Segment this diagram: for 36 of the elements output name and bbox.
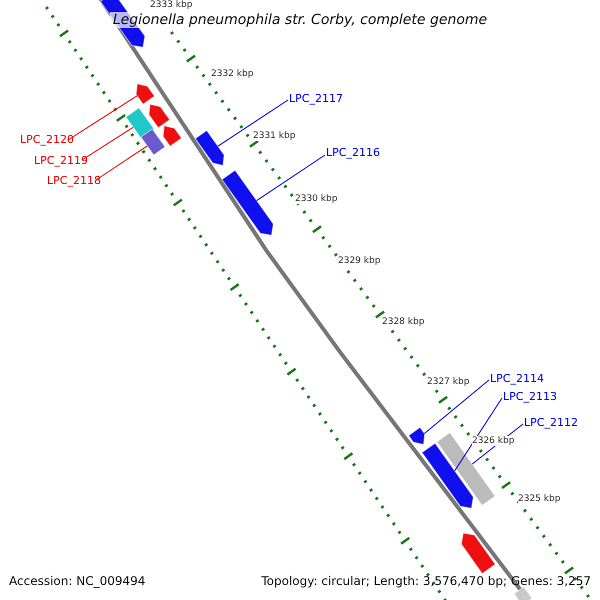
gene-label: LPC_2118	[47, 174, 101, 187]
scale-label: 2328 kbp	[382, 317, 424, 327]
gene-feature	[513, 586, 533, 600]
scale-label: 2327 kbp	[427, 377, 470, 387]
gene-label: LPC_2114	[490, 372, 544, 385]
scale-label: 2331 kbp	[253, 131, 296, 141]
gene-feature	[421, 442, 474, 509]
leader-line	[68, 95, 138, 140]
leader-line	[256, 154, 326, 202]
gene-feature	[125, 107, 155, 139]
gene-label: LPC_2120	[20, 133, 74, 146]
gene-label: LPC_2113	[503, 390, 557, 403]
gene-feature	[148, 104, 170, 128]
leader-line	[454, 398, 502, 472]
gene-label: LPC_2119	[34, 154, 88, 167]
gene-feature	[408, 426, 426, 446]
gene-feature	[140, 128, 166, 156]
gene-feature	[460, 532, 496, 574]
scale-label: 2329 kbp	[338, 256, 380, 266]
gene-feature	[136, 83, 156, 105]
leader-line	[96, 145, 148, 180]
scale-label: 2325 kbp	[518, 494, 560, 504]
gene-label: LPC_2117	[289, 92, 343, 105]
leader-line	[217, 100, 288, 147]
scale-label: 2330 kbp	[295, 194, 338, 204]
info-text: Accession: NC_009494	[9, 574, 146, 588]
leader-line	[82, 126, 134, 160]
scale-label: 2326 kbp	[472, 436, 514, 446]
gene-label: LPC_2116	[326, 146, 380, 159]
leader-line	[424, 380, 490, 434]
gene-feature	[194, 130, 225, 166]
gene-feature	[436, 432, 496, 506]
gene-label: LPC_2112	[524, 416, 578, 429]
gene-feature	[162, 125, 182, 147]
gene-feature	[221, 170, 274, 236]
scale-label: 2332 kbp	[211, 69, 254, 79]
